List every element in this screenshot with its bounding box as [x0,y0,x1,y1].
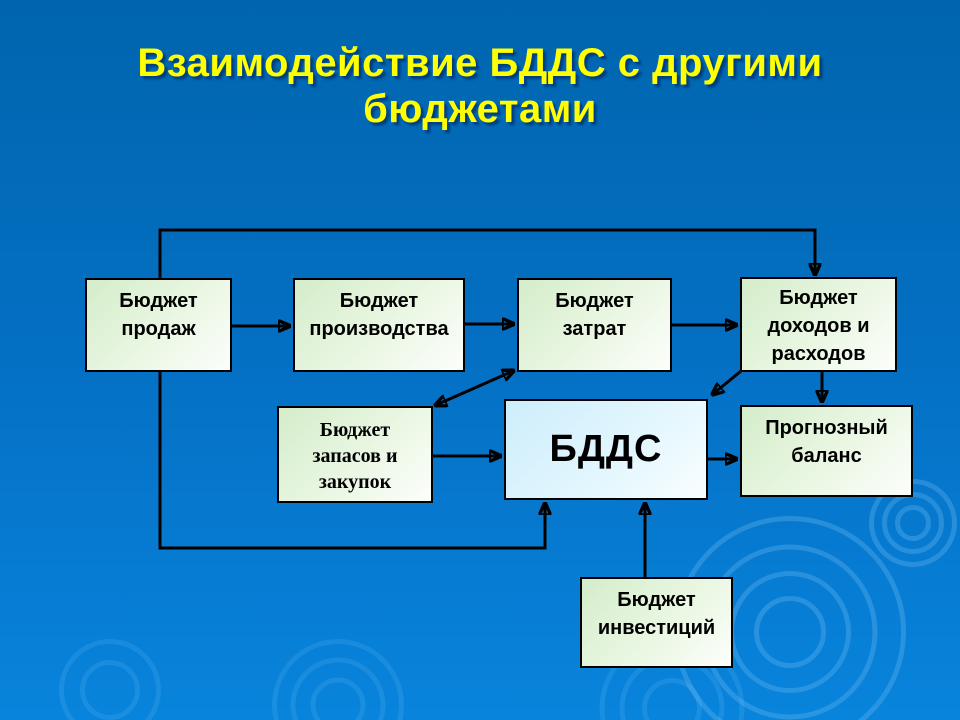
node-sales-budget: Бюджет продаж [85,278,232,372]
node-production-budget: Бюджет производства [293,278,465,372]
edge-income-bdds [713,369,742,394]
edge-sales-income-top-rail [158,228,815,278]
edge-costs-inventory-double [436,371,513,405]
node-costs-budget: Бюджет затрат [517,278,672,372]
slide-title: Взаимодействие БДДС с другими бюджетами [137,41,823,131]
node-forecast-balance: Прогнозный баланс [740,405,913,497]
node-income-expenses-budget: Бюджет доходов и расходов [740,277,897,372]
edge-sales-bdds-bottom-rail [158,370,545,550]
node-inventory-purchases-budget: Бюджет запасов и закупок [277,406,433,503]
node-bdds: БДДС [504,399,708,500]
node-investments-budget: Бюджет инвестиций [580,577,733,668]
